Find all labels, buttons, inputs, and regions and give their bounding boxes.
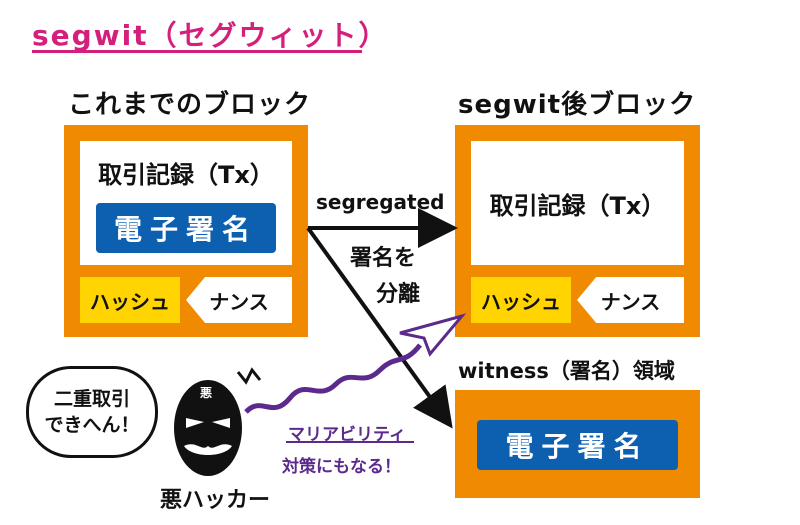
malleability-line2: 対策にもなる！ <box>282 457 401 477</box>
bubble-line1: 二重取引 <box>53 388 130 410</box>
title-underline <box>32 50 362 53</box>
separate-label-line2: 分離 <box>376 282 421 307</box>
old-block: 取引記録（Tx） 電子署名 ハッシュ ナンス <box>64 125 308 337</box>
new-block-tx-area: 取引記録（Tx） <box>471 141 684 265</box>
mask-glyph: 悪 <box>200 386 213 400</box>
old-block-signature: 電子署名 <box>96 203 276 253</box>
witness-signature: 電子署名 <box>477 420 678 470</box>
bubble-line2: できへん！ <box>44 414 140 436</box>
segregated-label: segregated <box>316 190 445 214</box>
new-block-nonce: ナンス <box>577 277 684 323</box>
speech-bubble: 二重取引 できへん！ <box>26 366 158 458</box>
witness-header: witness（署名）領域 <box>458 359 675 383</box>
new-block-header: segwit後ブロック <box>458 90 697 120</box>
new-block-hash: ハッシュ <box>471 277 571 323</box>
new-block: 取引記録（Tx） ハッシュ ナンス <box>455 125 700 337</box>
new-block-tx-label: 取引記録（Tx） <box>489 191 666 220</box>
witness-block: 電子署名 <box>455 390 700 498</box>
hacker-name: 悪ハッカー <box>160 488 271 513</box>
old-block-tx-area: 取引記録（Tx） 電子署名 <box>80 141 292 265</box>
page-title: segwit（セグウィット） <box>32 19 389 52</box>
paper-plane-icon <box>399 313 467 357</box>
malleability-zigzag <box>244 343 422 414</box>
hacker-mask-icon <box>174 380 242 476</box>
separate-label-line1: 署名を <box>350 246 417 271</box>
old-block-nonce: ナンス <box>186 277 292 323</box>
old-block-tx-label: 取引記録（Tx） <box>98 161 274 189</box>
annoyed-mark-icon <box>236 367 262 385</box>
old-block-header: これまでのブロック <box>68 90 312 120</box>
old-block-hash: ハッシュ <box>80 277 180 323</box>
malleability-line1: マリアビリティ <box>288 425 406 445</box>
separate-arrow <box>306 226 453 429</box>
